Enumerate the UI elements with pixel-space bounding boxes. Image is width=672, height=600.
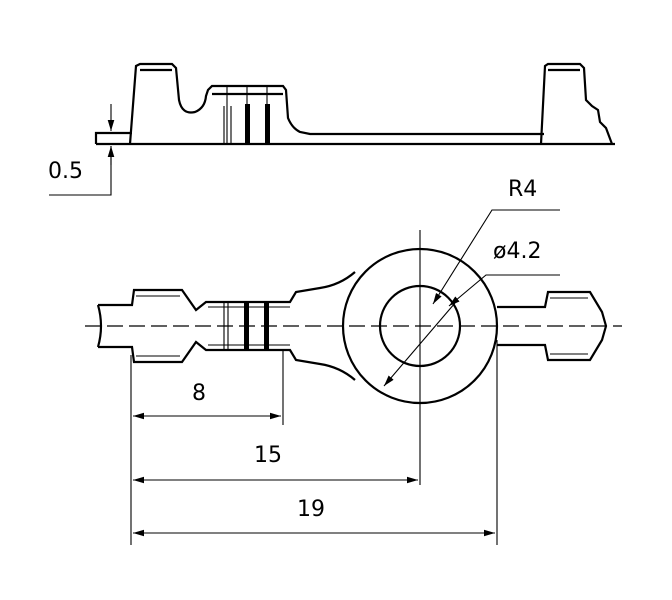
crimp-ribs <box>223 86 270 144</box>
crimp-length-label: 8 <box>192 381 206 406</box>
hole-diameter-label: ø4.2 <box>493 239 541 264</box>
plan-view: R4 ø4.2 <box>85 177 622 485</box>
radius-label: R4 <box>508 177 537 202</box>
center-distance-label: 15 <box>254 443 282 468</box>
side-view: 0.5 <box>48 62 615 196</box>
thickness-label: 0.5 <box>48 159 83 184</box>
ring-hole <box>378 284 462 368</box>
length-dimensions: 8 15 19 <box>130 340 498 545</box>
ring-outer <box>341 247 499 405</box>
thickness-dimension <box>49 104 115 196</box>
overall-length-label: 19 <box>297 497 325 522</box>
